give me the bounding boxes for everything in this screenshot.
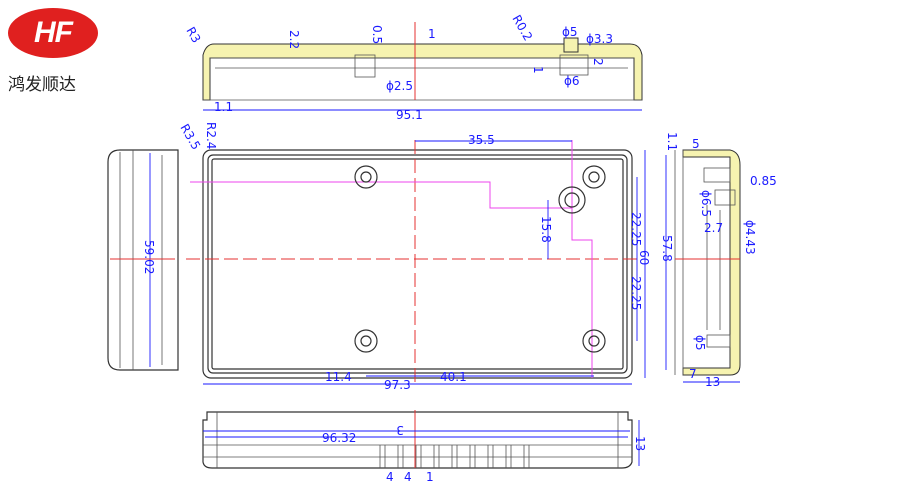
dim-35-5: 35.5 [468, 133, 495, 147]
vent-fins [379, 445, 530, 468]
dim-r0-2: R0.2 [509, 13, 535, 44]
dim-0-85: 0.85 [750, 174, 777, 188]
dim-22-25-top: 22.25 [629, 212, 643, 246]
dim-r3-5: R3.5 [177, 122, 203, 153]
dim-r2-4: R2.4 [204, 122, 218, 149]
brand-logo: HF 鸿发顺达 [8, 8, 98, 95]
dim-7: 7 [689, 367, 697, 381]
dim-40-1: 40.1 [440, 370, 467, 384]
dim-95-1: 95.1 [396, 108, 423, 122]
mounting-hole [582, 329, 606, 353]
dim-d5: ϕ5 [562, 25, 578, 39]
logo-mark: HF [34, 16, 73, 49]
dim-1-bottom: 1 [426, 470, 434, 484]
dim-15-8: 15.8 [539, 216, 553, 243]
left-side-view: 59.02 [107, 149, 179, 371]
dim-2: 2 [591, 58, 605, 66]
dim-22-25-bottom: 22.25 [629, 276, 643, 310]
logo-text: 鸿发顺达 [8, 75, 76, 95]
dim-5: 5 [692, 137, 700, 151]
dim-0-5: 0.5 [370, 25, 384, 44]
dim-2-7: 2.7 [704, 221, 723, 235]
dim-96-32: 96.32 [322, 431, 356, 445]
dim-r3: R3 [183, 25, 203, 46]
dim-97-3: 97.3 [384, 378, 411, 392]
dim-d6: ϕ6 [564, 74, 580, 88]
bottom-view: 3 96.32 13 4 4 1 [202, 410, 647, 484]
dim-wall-2-2: 2.2 [287, 30, 301, 49]
dim-1-1-right: 1.1 [665, 132, 679, 151]
dim-11-4: 11.4 [325, 370, 352, 384]
mounting-hole [582, 165, 606, 189]
dim-d2-5: ϕ2.5 [386, 79, 413, 93]
right-section-view: 1.1 5 0.85 ϕ6.5 ϕ4.43 2.7 57.8 ϕ5 7 13 [660, 132, 777, 389]
dim-3: 3 [396, 423, 404, 437]
front-view: R3.5 R2.4 35.5 15.8 22.25 60 22.25 11.4 … [177, 122, 651, 393]
dim-d3-3: ϕ3.3 [586, 32, 613, 46]
dim-d5-right: ϕ5 [693, 335, 707, 351]
dim-59-02: 59.02 [142, 240, 156, 274]
dim-13-bottom: 13 [633, 436, 647, 451]
dim-13-right: 13 [705, 375, 720, 389]
logo-oval [8, 8, 98, 58]
mounting-hole [354, 165, 378, 189]
dim-57-8: 57.8 [660, 235, 674, 262]
screw-boss [558, 186, 586, 214]
dim-d4-43: ϕ4.43 [743, 220, 757, 255]
mounting-hole [354, 329, 378, 353]
dim-1: 1 [428, 27, 436, 41]
top-section-view: R3 2.2 0.5 1 R0.2 ϕ5 ϕ3.3 2 1 ϕ6 ϕ2.5 1.… [183, 13, 643, 122]
dim-1b: 1 [531, 66, 545, 74]
dim-60: 60 [637, 250, 651, 265]
dim-1-1: 1.1 [214, 100, 233, 114]
dim-d6-5: ϕ6.5 [699, 190, 713, 217]
dim-4b: 4 [404, 470, 412, 484]
dim-4a: 4 [386, 470, 394, 484]
